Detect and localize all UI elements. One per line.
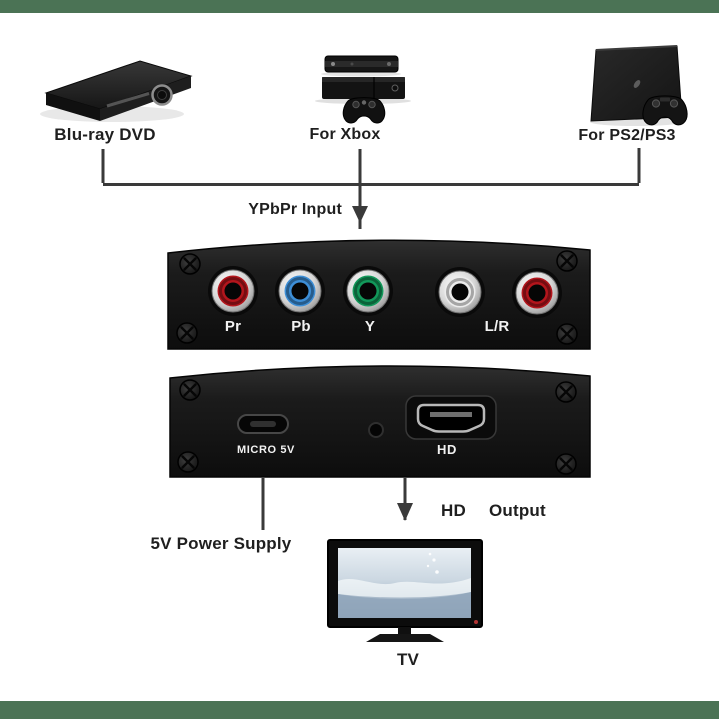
screw-icon [555,322,579,346]
port-label-micro5v: MICRO 5V [237,444,295,456]
connection-lines [101,148,641,530]
bottom-banner [0,701,719,719]
converter-rear-panel [169,365,591,478]
ps-controller-icon [642,95,688,126]
tv-image [327,539,483,642]
ps-label: For PS2/PS3 [578,127,676,144]
converter-front-panel [167,239,591,350]
tv-power-led [474,620,478,624]
rca-port-pb [275,266,325,316]
screw-icon [554,380,578,404]
rca-port-pr [208,266,258,316]
hd-output-label: HD Output [441,501,546,521]
rca-port-y [343,266,393,316]
micro-usb-port [237,414,289,434]
power-supply-label: 5V Power Supply [150,534,292,553]
port-label-lr: L/R [484,318,510,335]
top-banner [0,0,719,13]
tv-stand [366,634,444,642]
arrow-down-icon [397,503,413,521]
xbox-label: For Xbox [309,126,381,143]
port-label-hd: HD [437,442,457,457]
hd-output-label-hd: HD [441,501,466,520]
xbox-console-image [315,55,411,124]
led-hole-icon [368,422,384,438]
ps-logo-icon [633,80,641,88]
ps4-console-image [590,45,688,126]
screw-icon [178,252,202,276]
screw-icon [175,321,199,345]
screw-icon [554,452,578,476]
arrow-down-icon [352,206,368,223]
rca-port-l [435,267,485,317]
port-label-y: Y [364,318,376,335]
xbox-controller-icon [342,97,386,124]
tv-label: TV [396,650,420,669]
screw-icon [176,450,200,474]
power-button-icon [391,84,399,92]
screw-icon [555,249,579,273]
port-label-pb: Pb [291,318,311,335]
bluray-player-image [40,60,193,122]
rca-port-r [512,268,562,318]
screw-icon [178,378,202,402]
bluray-label: Blu-ray DVD [54,125,156,144]
ypbpr-input-label: YPbPr Input [248,201,342,218]
hd-output-label-output: Output [488,501,546,520]
port-label-pr: Pr [224,318,242,335]
hdmi-port [405,395,497,440]
disc-tray-icon [106,92,150,108]
